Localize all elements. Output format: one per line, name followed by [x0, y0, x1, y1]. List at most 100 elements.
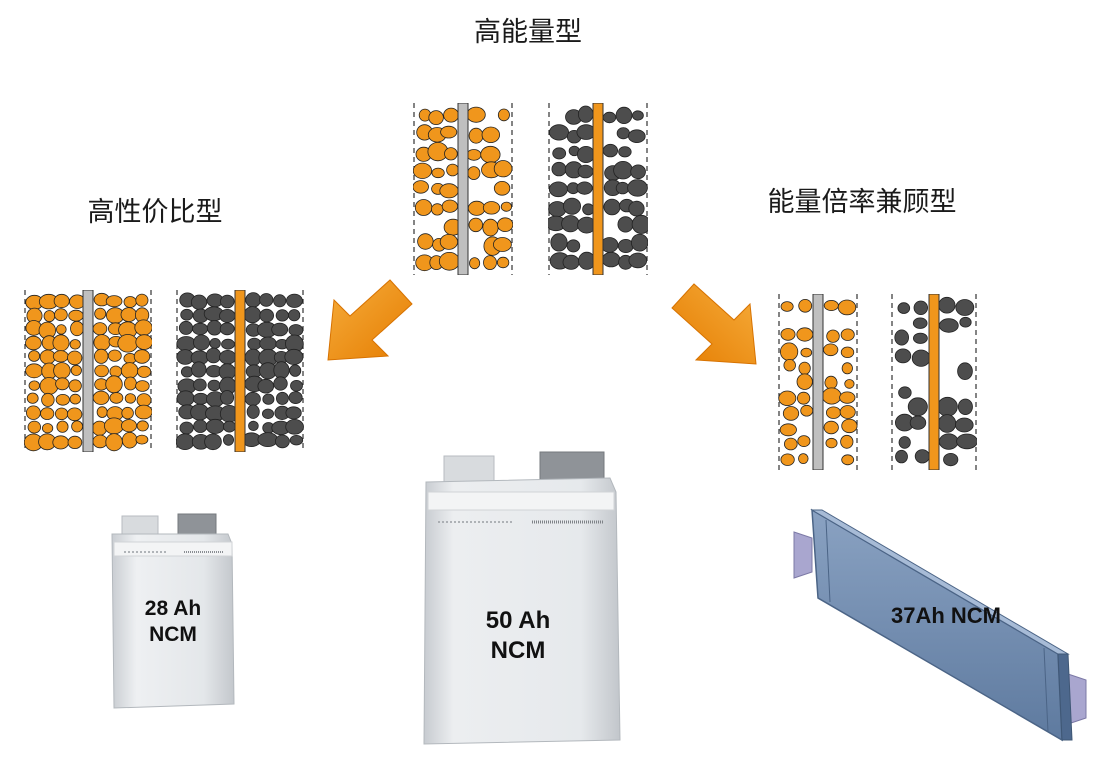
- active-particle: [262, 408, 275, 420]
- active-particle: [52, 350, 69, 363]
- active-particle: [617, 238, 634, 253]
- right-cell-label: 37Ah NCM: [890, 603, 1001, 628]
- active-particle: [204, 433, 222, 451]
- left-anode-electrode: [176, 290, 304, 452]
- active-particle: [613, 160, 633, 180]
- active-particle: [618, 146, 632, 158]
- active-particle: [69, 393, 82, 405]
- active-particle: [257, 378, 275, 394]
- active-particle: [66, 407, 83, 422]
- active-particle: [493, 237, 512, 252]
- active-particle: [413, 180, 429, 194]
- active-particle: [243, 306, 262, 324]
- active-particle: [628, 252, 648, 269]
- active-particle: [938, 296, 956, 314]
- active-particle: [632, 110, 644, 121]
- active-particle: [40, 407, 55, 420]
- center-pouch-cell: [423, 451, 621, 745]
- active-particle: [42, 423, 54, 434]
- active-particle: [548, 181, 568, 198]
- active-particle: [221, 338, 235, 350]
- active-particle: [193, 378, 207, 392]
- active-particle: [134, 404, 152, 420]
- current-collector: [812, 294, 824, 470]
- active-particle: [133, 349, 151, 364]
- left-cathode-electrode: [24, 290, 152, 452]
- active-particle: [43, 310, 56, 323]
- active-particle: [782, 406, 800, 421]
- active-particle: [800, 347, 813, 358]
- active-particle: [631, 233, 648, 252]
- active-particle: [898, 386, 912, 399]
- active-particle: [28, 350, 41, 362]
- center-anode-electrode: [548, 103, 648, 275]
- active-particle: [192, 322, 209, 336]
- active-particle: [430, 203, 444, 216]
- active-particle: [438, 252, 460, 271]
- active-particle: [247, 337, 262, 351]
- active-particle: [54, 308, 68, 322]
- active-particle: [105, 375, 123, 394]
- active-particle: [93, 334, 111, 351]
- active-particle: [796, 327, 814, 342]
- active-particle: [178, 320, 194, 335]
- active-particle: [413, 162, 432, 179]
- active-particle: [630, 164, 646, 180]
- active-particle: [275, 434, 290, 449]
- active-particle: [562, 254, 580, 270]
- active-particle: [561, 215, 580, 233]
- active-particle: [273, 294, 287, 308]
- active-particle: [117, 334, 139, 353]
- active-particle: [482, 201, 501, 215]
- active-particle: [615, 181, 630, 195]
- active-particle: [914, 449, 930, 464]
- active-particle: [55, 377, 70, 391]
- active-particle: [796, 373, 813, 390]
- active-particle: [823, 343, 839, 357]
- active-particle: [104, 417, 125, 435]
- active-particle: [27, 420, 42, 434]
- active-particle: [956, 433, 977, 450]
- active-particle: [206, 320, 223, 336]
- active-particle: [220, 294, 235, 309]
- active-particle: [135, 380, 150, 392]
- active-particle: [577, 164, 594, 179]
- active-particle: [209, 338, 221, 349]
- active-particle: [466, 106, 486, 123]
- active-particle: [844, 379, 855, 389]
- active-particle: [93, 348, 109, 364]
- active-particle: [482, 218, 499, 237]
- active-particle: [191, 361, 207, 378]
- active-particle: [223, 434, 235, 446]
- active-particle: [137, 365, 152, 378]
- active-particle: [497, 217, 513, 232]
- active-particle: [121, 406, 134, 420]
- active-particle: [582, 203, 595, 216]
- active-particle: [259, 308, 274, 323]
- active-particle: [496, 256, 510, 269]
- active-particle: [180, 366, 194, 378]
- active-particle: [414, 199, 433, 216]
- active-particle: [909, 415, 927, 430]
- active-particle: [894, 329, 909, 346]
- active-particle: [123, 296, 137, 308]
- active-particle: [907, 397, 928, 417]
- current-collector: [82, 290, 94, 452]
- active-particle: [417, 233, 434, 250]
- left-cell-chemistry: NCM: [149, 623, 197, 647]
- active-particle: [480, 145, 501, 164]
- active-particle: [109, 392, 124, 404]
- active-particle: [52, 334, 70, 352]
- active-particle: [245, 292, 262, 308]
- active-particle: [497, 108, 510, 122]
- active-particle: [176, 433, 195, 450]
- title-cost-effective: 高性价比型: [87, 197, 223, 228]
- active-particle: [288, 391, 303, 404]
- active-particle: [797, 435, 811, 448]
- active-particle: [467, 200, 486, 216]
- active-particle: [135, 293, 149, 307]
- active-particle: [912, 332, 928, 344]
- active-particle: [912, 317, 928, 329]
- active-particle: [94, 364, 109, 378]
- active-particle: [56, 420, 69, 433]
